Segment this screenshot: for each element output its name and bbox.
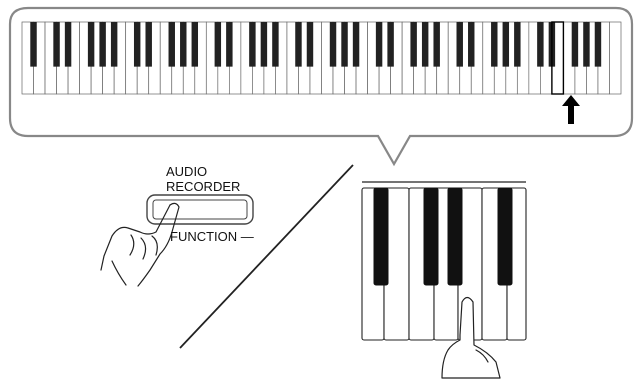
black-key	[226, 22, 233, 67]
zoom-keys	[361, 187, 527, 341]
button-label-line2: RECORDER	[166, 179, 240, 194]
black-key	[375, 22, 383, 67]
black-key	[110, 22, 118, 67]
black-key	[295, 22, 302, 67]
black-key	[341, 22, 348, 67]
function-label: FUNCTION —	[170, 229, 254, 244]
black-key	[99, 22, 106, 67]
black-key	[133, 22, 141, 67]
keyboard-callout	[8, 6, 634, 167]
finger-press-icon	[441, 296, 501, 379]
black-key	[537, 22, 544, 67]
full-keyboard	[21, 21, 622, 95]
black-key	[594, 22, 602, 67]
black-key	[64, 22, 72, 67]
hand-icon	[100, 202, 180, 287]
black-key	[249, 22, 256, 67]
black-key	[168, 22, 175, 67]
black-key	[272, 22, 279, 67]
black-key	[410, 22, 417, 67]
black-key	[514, 22, 521, 67]
audio-recorder-button-group: AUDIO RECORDER FUNCTION —	[100, 164, 254, 287]
black-key	[491, 22, 498, 67]
black-key	[502, 22, 510, 67]
black-key	[571, 22, 579, 67]
zoom-black-key	[497, 187, 513, 286]
zoom-black-key	[373, 187, 389, 286]
highlighted-key	[551, 21, 565, 95]
black-key	[456, 22, 463, 67]
black-key	[180, 22, 187, 67]
zoom-black-key	[423, 187, 439, 286]
black-key	[387, 22, 394, 67]
black-key	[260, 22, 268, 67]
black-key	[306, 22, 314, 67]
up-arrow-icon	[562, 95, 580, 124]
divider-line	[179, 164, 354, 349]
black-key	[87, 22, 95, 67]
zoom-black-key	[447, 187, 463, 286]
zoomed-keyboard	[361, 181, 527, 379]
black-key	[421, 22, 429, 67]
black-key	[53, 22, 60, 67]
black-key	[329, 22, 337, 67]
black-key	[352, 22, 360, 67]
button-label-line1: AUDIO	[166, 164, 207, 179]
black-key	[214, 22, 222, 67]
black-key	[30, 22, 37, 67]
black-key	[191, 22, 199, 67]
white-key	[609, 21, 622, 95]
black-key	[145, 22, 152, 67]
black-key	[468, 22, 475, 67]
black-key	[433, 22, 440, 67]
black-key	[583, 22, 590, 67]
